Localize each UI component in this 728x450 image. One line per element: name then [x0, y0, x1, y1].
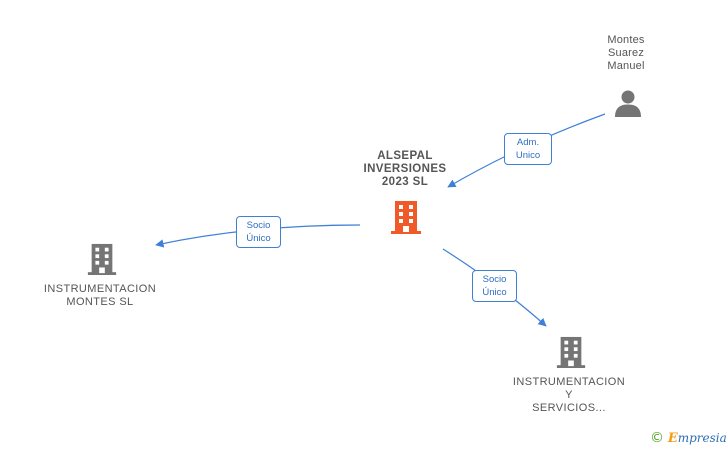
left-company-name[interactable]: INSTRUMENTACION MONTES SL — [43, 283, 157, 308]
main-company-name[interactable]: ALSEPAL INVERSIONES 2023 SL — [363, 150, 447, 188]
building-icon[interactable] — [555, 334, 587, 370]
building-icon[interactable] — [86, 241, 118, 277]
edge-label-adm-unico: Adm. Unico — [504, 133, 552, 165]
building-icon[interactable] — [389, 199, 423, 235]
person-icon[interactable] — [613, 88, 643, 118]
person-name[interactable]: Montes Suarez Manuel — [607, 34, 645, 72]
bottom-company-name[interactable]: INSTRUMENTACION Y SERVICIOS... — [512, 376, 626, 414]
brand-name: mpresia — [677, 431, 727, 445]
edge-label-socio-unico-left: Socio Único — [236, 216, 281, 248]
empresia-watermark: © Empresia — [650, 430, 727, 446]
brand-initial: E — [667, 431, 678, 446]
edge-label-socio-unico-bottom: Socio Único — [472, 270, 517, 302]
copyright-icon: © — [650, 430, 664, 446]
